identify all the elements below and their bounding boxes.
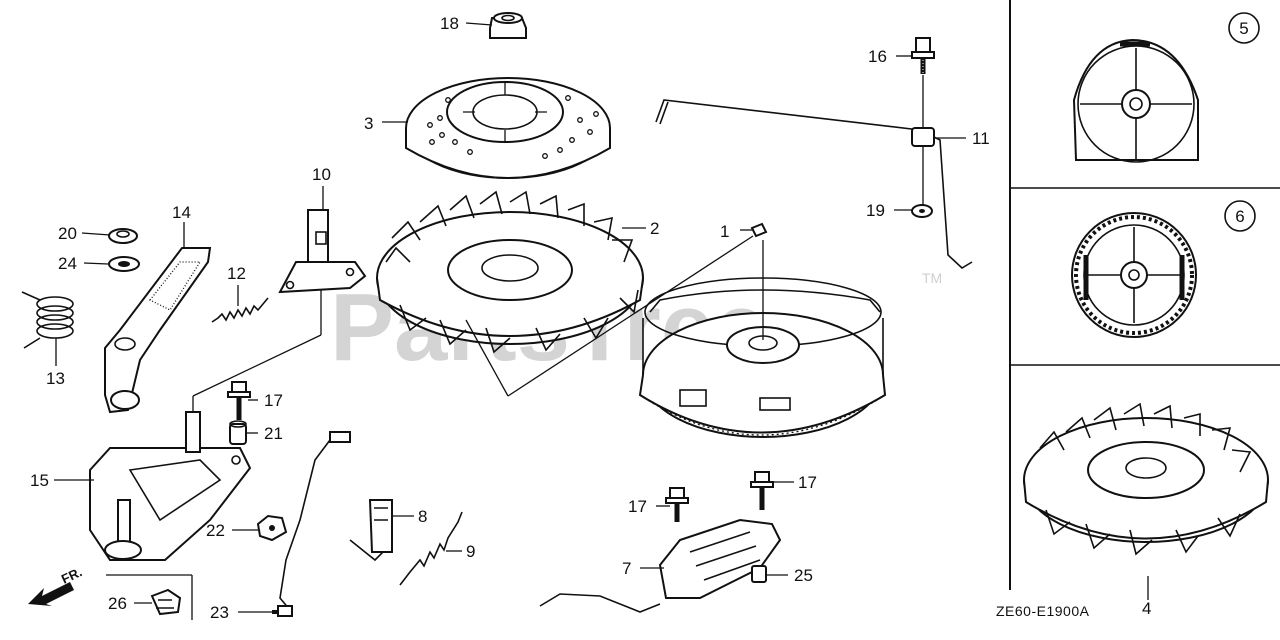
part-17-screw-middle[interactable] xyxy=(665,487,689,522)
inset-5-marker: 5 xyxy=(1228,12,1260,44)
part-22-clamp[interactable] xyxy=(256,514,288,542)
part-26-clip[interactable] xyxy=(150,588,182,616)
callout-21[interactable]: 21 xyxy=(264,424,283,443)
part-13-torsion-spring[interactable] xyxy=(21,291,74,349)
callout-22[interactable]: 22 xyxy=(206,521,225,540)
callout-3[interactable]: 3 xyxy=(364,114,373,133)
callout-11[interactable]: 11 xyxy=(972,129,990,148)
callout-20[interactable]: 20 xyxy=(58,224,77,243)
callout-17-middle[interactable]: 17 xyxy=(628,497,647,516)
part-3-cooling-cover[interactable] xyxy=(405,77,611,179)
inset-5-number: 5 xyxy=(1239,19,1248,38)
callout-19[interactable]: 19 xyxy=(866,201,885,220)
part-18-nut[interactable] xyxy=(489,12,527,39)
part-8-stop-switch[interactable] xyxy=(368,499,393,553)
callout-16[interactable]: 16 xyxy=(868,47,887,66)
callout-labels: 18 3 2 1 10 12 14 20 24 13 15 17 21 22 8… xyxy=(30,14,1151,622)
callout-23[interactable]: 23 xyxy=(210,603,229,622)
leader-lines xyxy=(54,22,1149,620)
part-17-screw-right[interactable] xyxy=(750,471,774,510)
callout-7[interactable]: 7 xyxy=(622,559,631,578)
callout-15[interactable]: 15 xyxy=(30,471,49,490)
callout-14[interactable]: 14 xyxy=(172,203,191,222)
part-12-spring[interactable] xyxy=(211,297,269,323)
callout-10[interactable]: 10 xyxy=(312,165,331,184)
front-direction-label: FR. xyxy=(59,564,84,586)
callout-4[interactable]: 4 xyxy=(1142,599,1151,618)
part-2-cooling-fan[interactable] xyxy=(376,190,644,354)
ignition-wire[interactable] xyxy=(279,431,391,611)
part-10-governor-arm[interactable] xyxy=(278,209,367,294)
callout-9[interactable]: 9 xyxy=(466,542,475,561)
part-19-washer[interactable] xyxy=(911,204,933,218)
callout-13[interactable]: 13 xyxy=(46,369,65,388)
callout-17-right[interactable]: 17 xyxy=(798,473,817,492)
callout-1[interactable]: 1 xyxy=(720,222,729,241)
inset-6-marker: 6 xyxy=(1224,200,1256,232)
callout-25[interactable]: 25 xyxy=(794,566,813,585)
part-24-washer[interactable] xyxy=(108,256,140,272)
part-20-nut[interactable] xyxy=(108,228,138,244)
front-direction-arrow-icon: FR. xyxy=(28,564,84,606)
callout-2[interactable]: 2 xyxy=(650,219,659,238)
diagram-code: ZE60-E1900A xyxy=(996,603,1090,619)
trademark: TM xyxy=(922,270,942,286)
part-14-governor-lever[interactable] xyxy=(104,247,212,414)
part-7-ignition-coil[interactable] xyxy=(539,518,782,613)
callout-17-upper[interactable]: 17 xyxy=(264,391,283,410)
inset-6-number: 6 xyxy=(1235,207,1244,226)
part-25-nut[interactable] xyxy=(751,565,767,583)
part-11-stop-bracket[interactable] xyxy=(655,99,973,269)
callout-18[interactable]: 18 xyxy=(440,14,459,33)
flywheel[interactable] xyxy=(638,277,887,438)
part-16-bolt[interactable] xyxy=(911,37,935,74)
callout-26[interactable]: 26 xyxy=(108,594,127,613)
callout-12[interactable]: 12 xyxy=(227,264,246,283)
callout-8[interactable]: 8 xyxy=(418,507,427,526)
part-1-key[interactable] xyxy=(750,222,768,238)
callout-24[interactable]: 24 xyxy=(58,254,77,273)
part-23-screw[interactable] xyxy=(272,605,293,617)
part-21-collar[interactable] xyxy=(229,420,247,445)
part-9-spring[interactable] xyxy=(399,511,463,586)
part-17-screw-upper[interactable] xyxy=(227,381,251,420)
part-4-cooling-fan[interactable] xyxy=(1023,402,1269,556)
part-15-base-plate[interactable] xyxy=(89,411,252,561)
inset-6-flywheel-gear[interactable] xyxy=(1071,212,1197,338)
inset-5-starter-pulley[interactable] xyxy=(1072,38,1199,163)
